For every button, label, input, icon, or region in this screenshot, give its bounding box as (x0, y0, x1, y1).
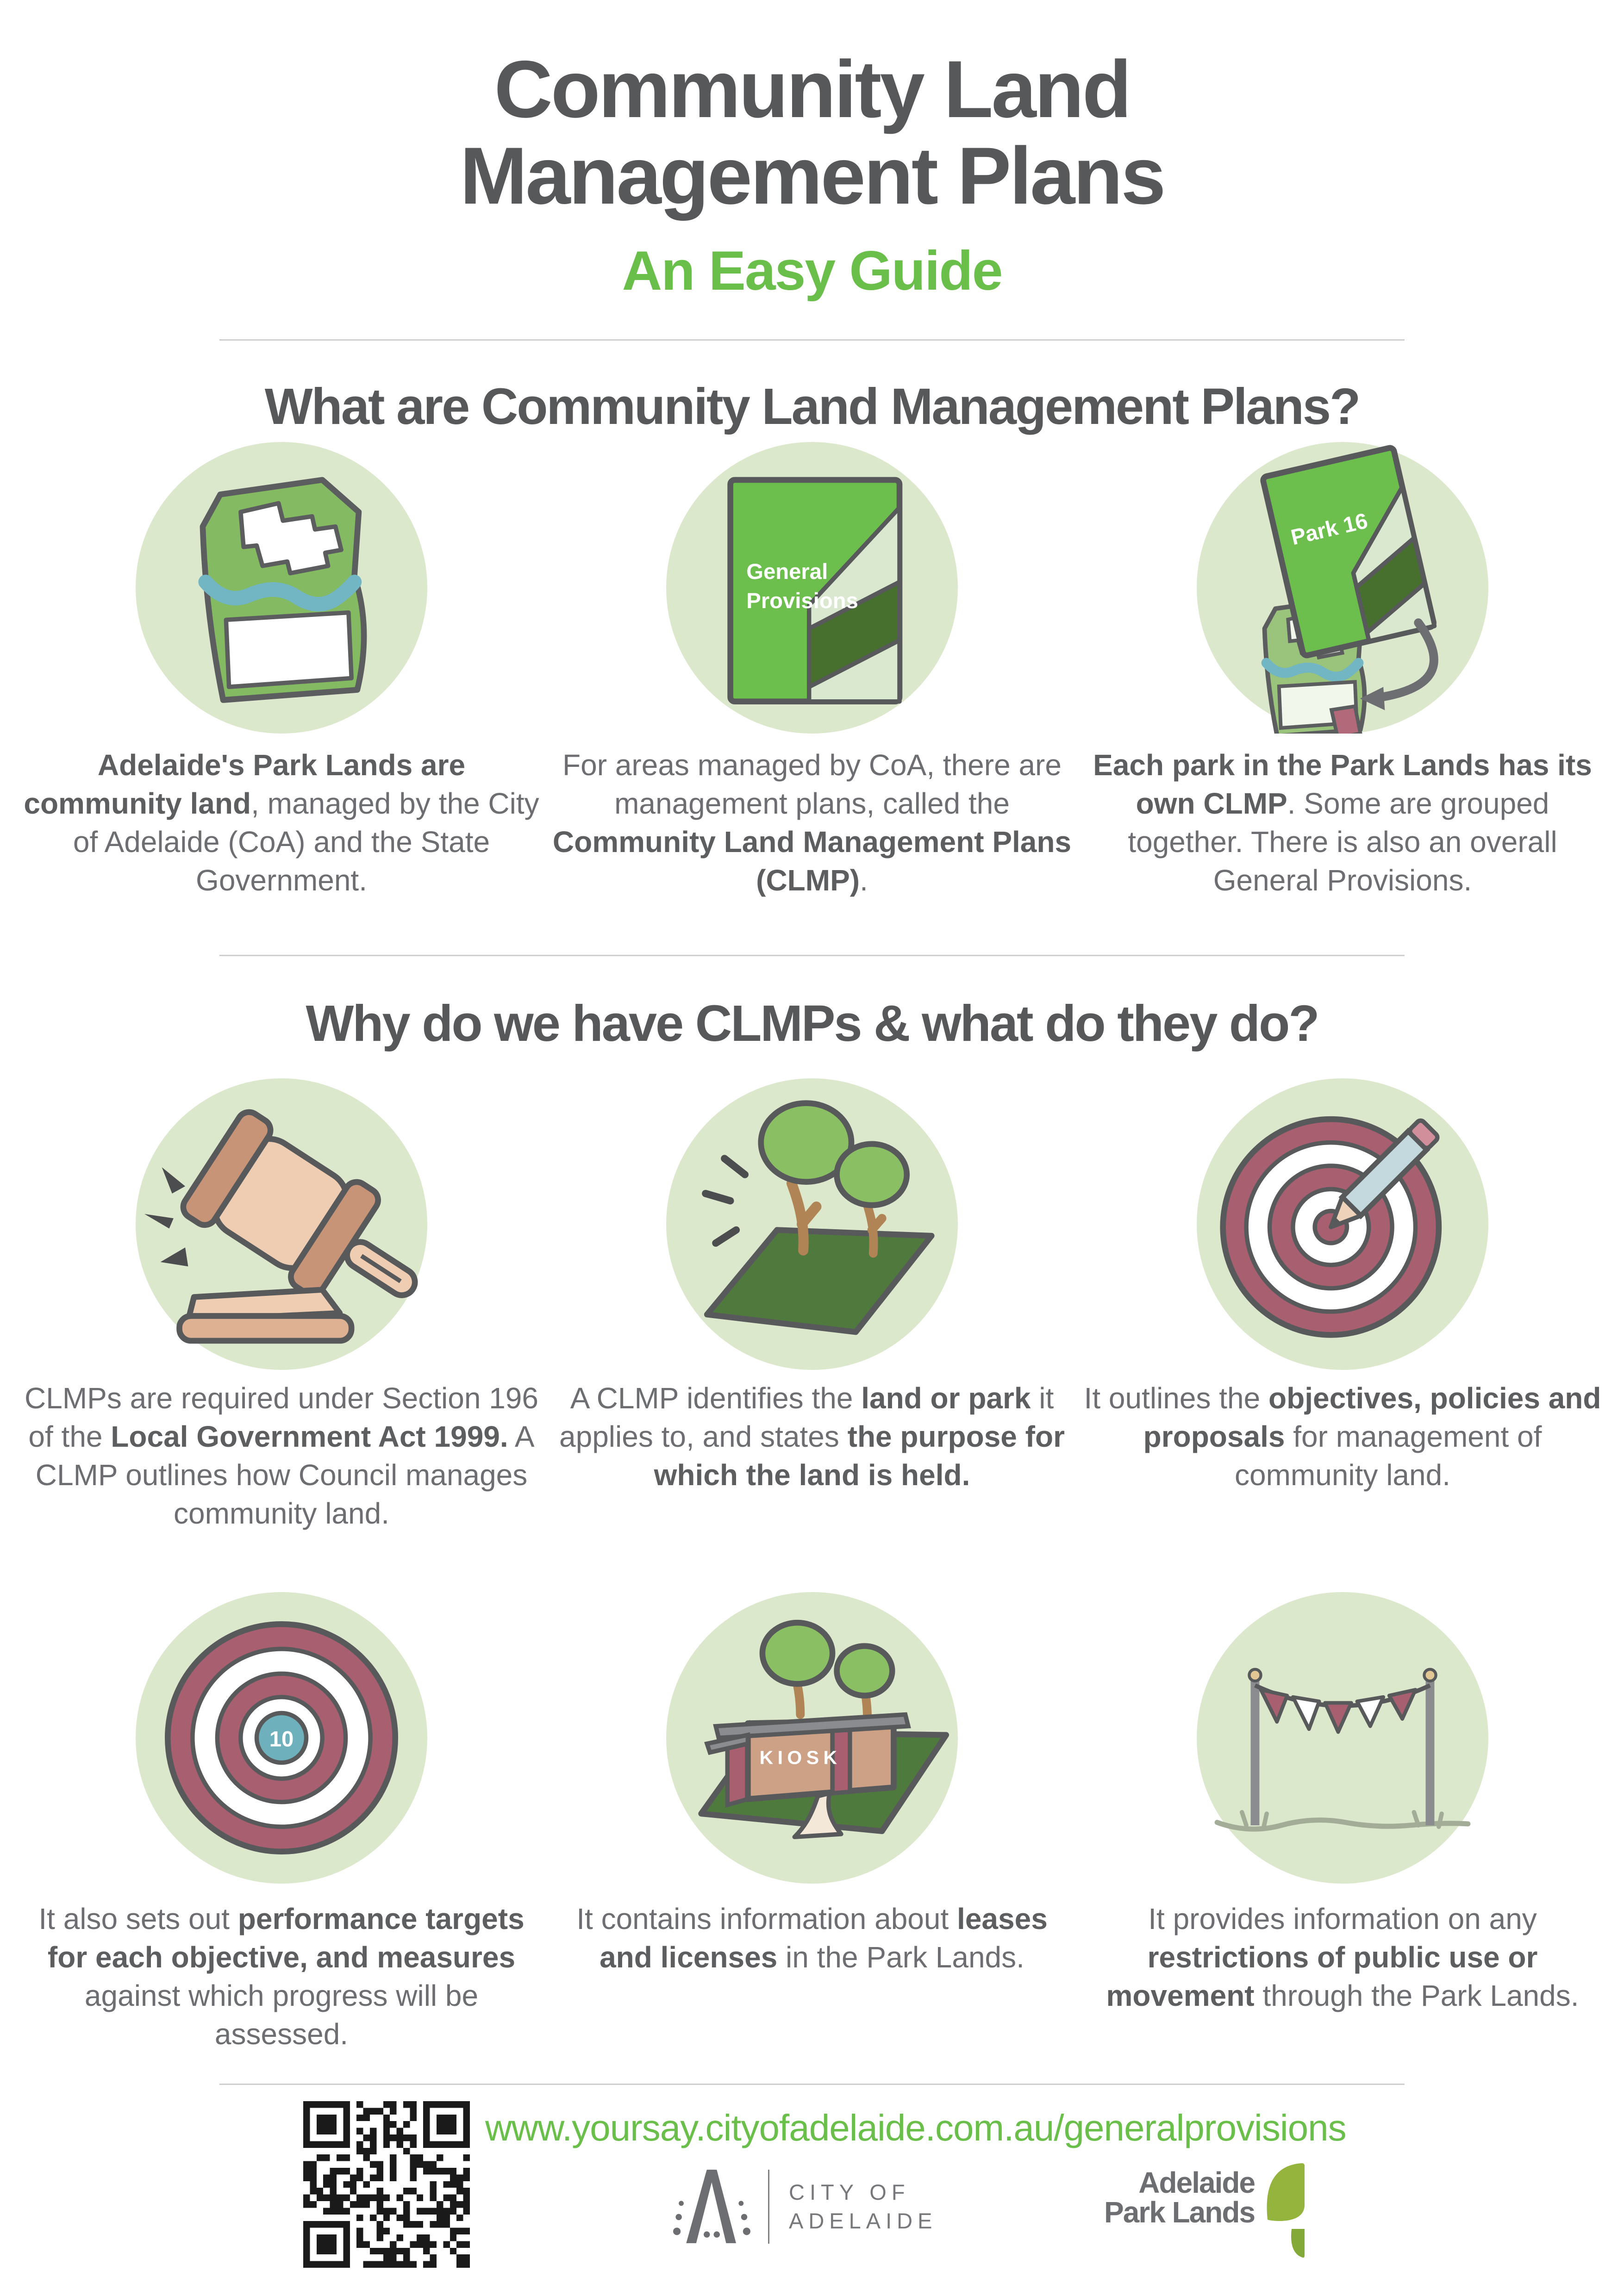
general-provisions-illustration: General Provisions (666, 442, 958, 734)
section1-icons-row: General Provisions (0, 442, 1624, 734)
booklet-cover-line2: Provisions (746, 589, 858, 613)
section2-icons-row1 (0, 1078, 1624, 1370)
blurb-management-plans: For areas managed by CoA, there are mana… (552, 748, 1072, 897)
adelaide-park-lands-logo: Adelaide Park Lands (1104, 2160, 1308, 2265)
blurb-act-1999: CLMPs are required under Section 196 of … (25, 1381, 538, 1530)
bunting-illustration (1197, 1592, 1488, 1884)
section2-icons-row2: 10 KIOSK (0, 1592, 1624, 1884)
section2-texts-row2: It also sets out performance targets for… (0, 1900, 1624, 2053)
gavel-icon (144, 1109, 418, 1344)
blurb-performance-targets: It also sets out performance targets for… (38, 1902, 525, 2051)
qr-code (303, 2101, 470, 2268)
kiosk-sign-label: KIOSK (760, 1747, 842, 1768)
city-of-adelaide-logo: CITY OF ADELAIDE (671, 2166, 937, 2247)
park-16-booklet-map-icon: Park 16 (1260, 445, 1438, 734)
blurb-objectives: It outlines the objectives, policies and… (1084, 1381, 1601, 1492)
page-subtitle: An Easy Guide (622, 240, 1003, 302)
section1-texts-row: Adelaide's Park Lands are community land… (0, 746, 1624, 900)
page-title-line2: Management Plans (460, 131, 1166, 221)
divider-bottom (219, 2084, 1405, 2085)
coa-text-line1: CITY OF (789, 2179, 910, 2204)
coa-text-line2: ADELAIDE (789, 2208, 937, 2233)
performance-target-illustration: 10 (136, 1592, 427, 1884)
bunting-flags-icon (1214, 1668, 1471, 1832)
apl-text-line1: Adelaide (1138, 2166, 1255, 2199)
blurb-each-park: Each park in the Park Lands has its own … (1093, 748, 1592, 897)
kiosk-illustration: KIOSK (666, 1592, 958, 1884)
target-score-label: 10 (269, 1727, 294, 1752)
apl-text-line2: Park Lands (1104, 2196, 1255, 2229)
general-provisions-booklet-icon: General Provisions (727, 477, 903, 704)
section1-heading: What are Community Land Management Plans… (264, 378, 1361, 435)
park-lands-leaf-icon (1267, 2163, 1305, 2258)
logo-separator (768, 2169, 769, 2244)
header: Community Land Management Plans An Easy … (0, 46, 1624, 303)
target-pencil-icon (1220, 1116, 1442, 1338)
booklet-cover-line1: General (746, 560, 828, 584)
blurb-leases: It contains information about leases and… (576, 1902, 1048, 1974)
divider-top (219, 339, 1405, 341)
park16-illustration: Park 16 (1197, 442, 1488, 734)
park-lands-map-icon (198, 477, 367, 703)
divider-middle (219, 955, 1405, 956)
park-lands-map-illustration (136, 442, 427, 734)
kiosk-icon: KIOSK (698, 1619, 949, 1839)
blurb-community-land: Adelaide's Park Lands are community land… (24, 748, 539, 897)
objectives-illustration (1197, 1078, 1488, 1370)
target-ten-icon: 10 (165, 1621, 398, 1854)
gavel-illustration (136, 1078, 427, 1370)
blurb-restrictions: It provides information on any restricti… (1106, 1902, 1579, 2012)
section2-heading: Why do we have CLMPs & what do they do? (306, 995, 1319, 1052)
city-of-adelaide-mark-icon (673, 2170, 750, 2243)
yoursay-link[interactable]: www.yoursay.cityofadelaide.com.au/genera… (485, 2107, 1347, 2148)
blurb-identifies-land: A CLMP identifies the land or park it ap… (559, 1381, 1065, 1492)
park-land-trees-icon (702, 1100, 935, 1335)
page-title-line1: Community Land (494, 44, 1131, 135)
section2-texts-row1: CLMPs are required under Section 196 of … (0, 1379, 1624, 1533)
park-land-illustration (666, 1078, 958, 1370)
